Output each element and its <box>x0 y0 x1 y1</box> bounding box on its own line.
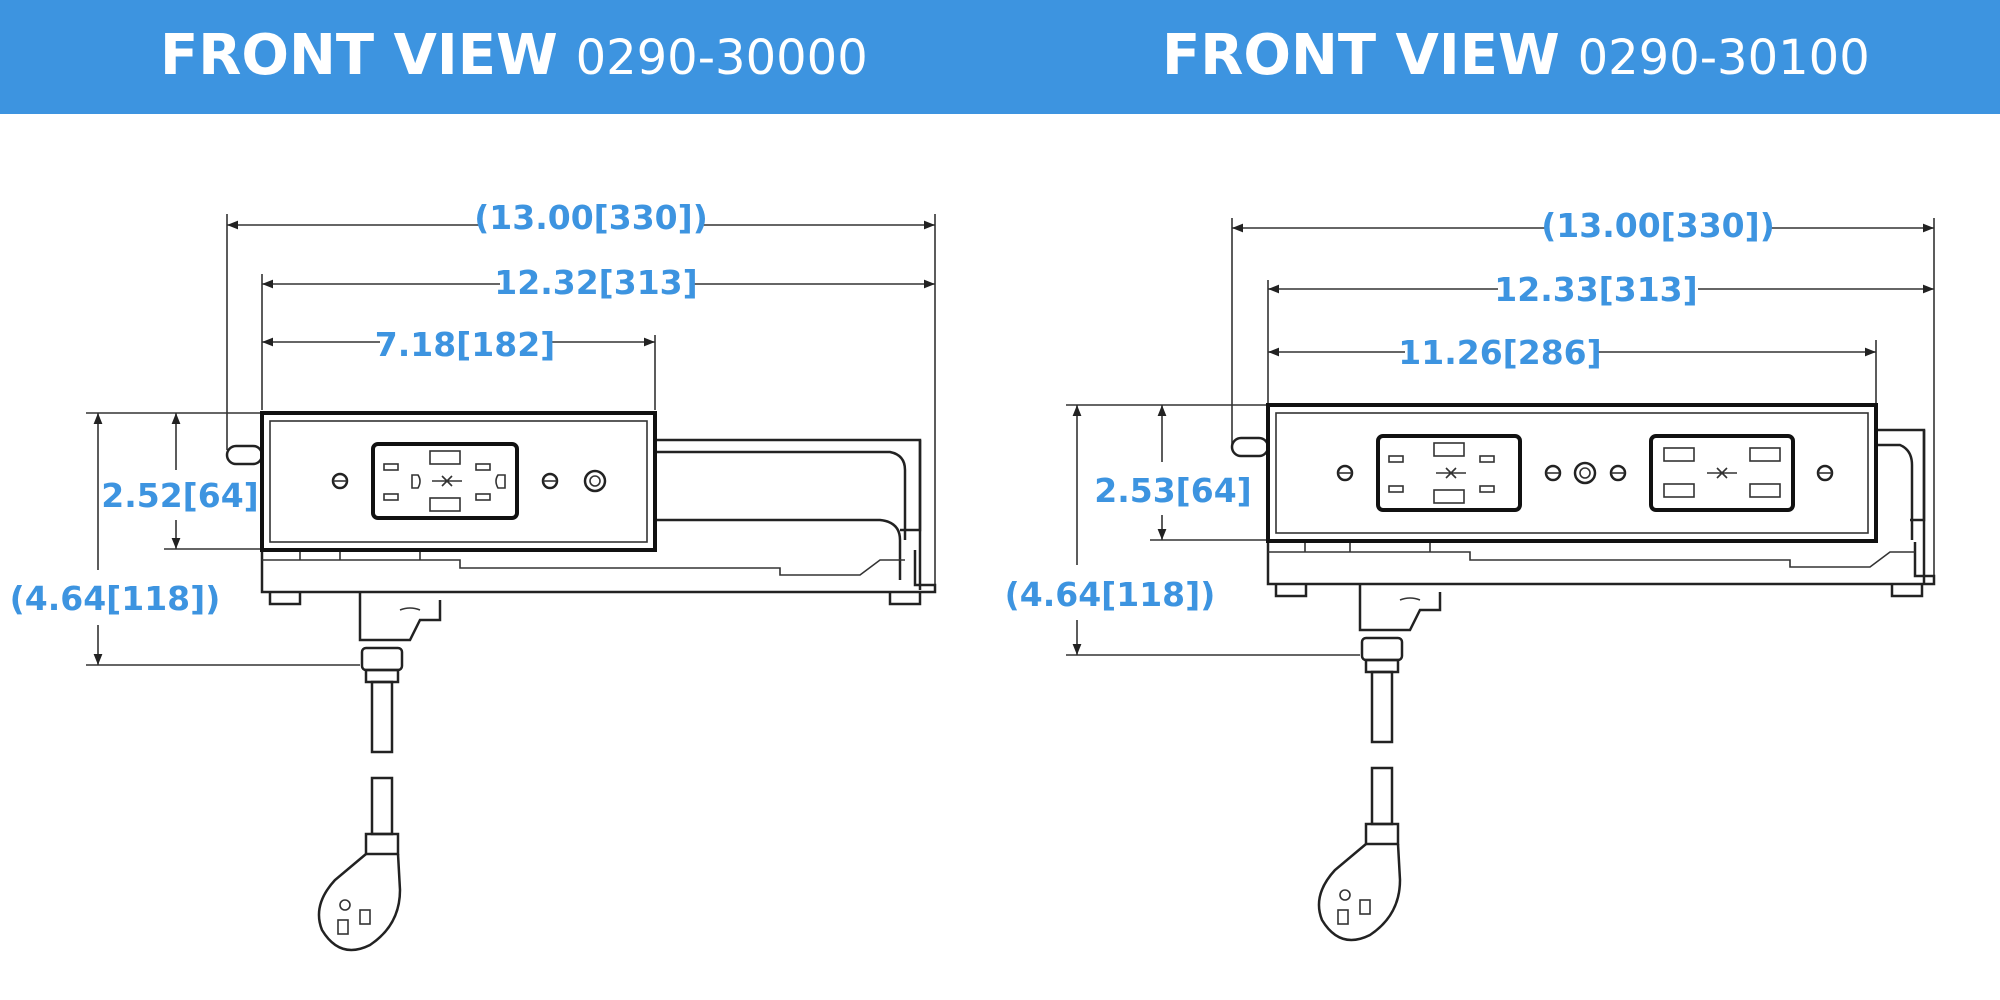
header-title-right: FRONT VIEW 0290-30100 <box>1162 18 1870 96</box>
right-overall-height-label: (4.64[118]) <box>1005 575 1216 614</box>
right-faceplate-height-label: 2.53[64] <box>1094 471 1252 510</box>
left-faceplate-height-label: 2.52[64] <box>101 476 259 515</box>
right-overall-width-label: (13.00[330]) <box>1541 206 1775 245</box>
right-faceplate-width-label: 11.26[286] <box>1398 333 1601 372</box>
left-dimension-lines <box>86 214 936 666</box>
header-left-title: FRONT VIEW <box>160 23 558 88</box>
left-device-body <box>225 411 937 952</box>
right-device-body <box>1230 403 1936 942</box>
header-right-part-number: 0290-30100 <box>1577 30 1870 86</box>
right-dimension-lines <box>1066 218 1935 656</box>
right-box-width-label: 12.33[313] <box>1494 270 1697 309</box>
left-faceplate-width-label: 7.18[182] <box>375 325 555 364</box>
right-front-view: (13.00[330]) 12.33[313] 11.26[286] 2.53[… <box>1005 206 1936 942</box>
left-overall-height-label: (4.64[118]) <box>10 579 221 618</box>
technical-drawing: (13.00[330]) 12.32[313] 7.18[182] 2.52[6… <box>10 198 1936 952</box>
header-left-part-number: 0290-30000 <box>575 30 868 86</box>
header-right-title: FRONT VIEW <box>1162 23 1560 88</box>
left-front-view: (13.00[330]) 12.32[313] 7.18[182] 2.52[6… <box>10 198 937 952</box>
header-title-left: FRONT VIEW 0290-30000 <box>160 18 868 96</box>
header-bar <box>0 0 2000 114</box>
left-overall-width-label: (13.00[330]) <box>474 198 708 237</box>
left-box-width-label: 12.32[313] <box>494 263 697 302</box>
